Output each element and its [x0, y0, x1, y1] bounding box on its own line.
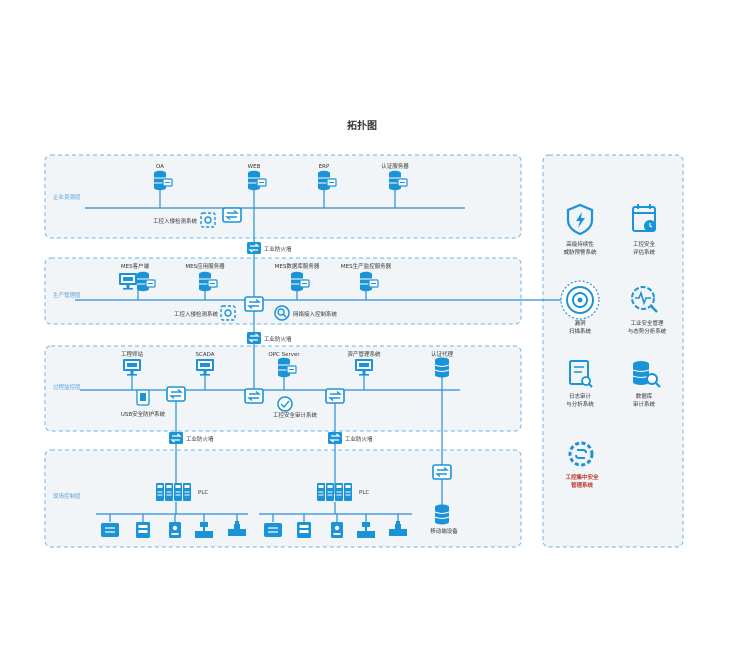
web-label: WEB [248, 164, 261, 170]
radar-scan-icon [560, 280, 600, 320]
side-label-4a: 日志审计 [569, 392, 592, 400]
side-label-6b: 管理系统 [571, 481, 594, 489]
audit-label: 工控安全审计系统 [273, 411, 318, 419]
side-apt-warning[interactable]: 高级持续性 威胁预警系统 [563, 203, 597, 256]
auth-server-label: 认证服务器 [381, 162, 409, 170]
enterprise-ids-label: 工控入侵检测系统 [153, 217, 198, 225]
nac-label: 网络接入控制系统 [293, 310, 338, 318]
firewall-label-3: 工业防火墙 [186, 435, 214, 443]
mobile-device[interactable]: 移动端设备 [430, 464, 458, 535]
side-label-6a: 工控集中安全 [565, 473, 599, 481]
auth-server[interactable]: 认证服务器 [381, 162, 409, 191]
process-switch-right[interactable] [325, 388, 345, 404]
side-situation-analysis[interactable]: 工业安全管理 与态势分析系统 [628, 286, 667, 335]
side-assessment[interactable]: 工控安全 评估系统 [632, 204, 656, 256]
document-search-icon [569, 360, 593, 388]
side-label-0b: 威胁预警系统 [563, 248, 597, 256]
zone-label-process: 过程监控层 [53, 383, 81, 391]
field-device[interactable] [169, 522, 181, 538]
auth-proxy[interactable]: 认证代理 [431, 350, 454, 378]
opc-label: OPC Server [268, 352, 300, 358]
zone-label-enterprise: 企业资源层 [53, 193, 81, 201]
firewall-process-field-left[interactable]: 工业防火墙 [168, 431, 214, 445]
side-central-management[interactable]: 工控集中安全 管理系统 [565, 441, 599, 489]
firewall-production-process[interactable]: 工业防火墙 [246, 331, 292, 345]
audit-system[interactable]: 工控安全审计系统 [273, 396, 318, 419]
zone-process [44, 345, 522, 432]
firewall-process-field-right[interactable]: 工业防火墙 [327, 431, 373, 445]
side-label-2b: 扫描系统 [569, 327, 592, 335]
opc-server[interactable]: OPC Server [268, 352, 300, 378]
side-label-3b: 与态势分析系统 [628, 327, 667, 335]
zone-enterprise [44, 154, 522, 239]
mes-db-label: MES数据库服务器 [275, 262, 320, 270]
plc-right[interactable]: PLC [316, 482, 369, 502]
side-label-1a: 工控安全 [633, 240, 656, 248]
usb-protection[interactable]: USB安全防护系统 [121, 386, 186, 418]
mes-db-server[interactable]: MES数据库服务器 [275, 262, 320, 292]
plc-left[interactable]: PLC [155, 482, 208, 502]
mes-app-server[interactable]: MES应用服务器 [185, 262, 225, 292]
production-ids[interactable]: 工控入侵检测系统 [174, 305, 236, 321]
side-db-audit[interactable]: 数据库 审计系统 [632, 361, 661, 408]
erp-label: ERP [319, 164, 330, 170]
field-device[interactable] [136, 522, 150, 538]
production-switch[interactable] [244, 296, 264, 312]
zone-production [44, 257, 522, 325]
mes-client[interactable]: MES客户端 [119, 262, 156, 292]
field-device[interactable] [263, 522, 283, 538]
eng-station-label: 工程师站 [121, 350, 144, 358]
plc-left-label: PLC [198, 490, 208, 496]
side-label-1b: 评估系统 [633, 248, 656, 256]
side-label-2a: 漏洞 [574, 319, 586, 327]
firewall-label-1: 工业防火墙 [264, 245, 292, 253]
mes-monitor-server[interactable]: MES生产监控服务器 [341, 262, 392, 292]
side-label-5b: 审计系统 [633, 400, 656, 408]
mes-monitor-label: MES生产监控服务器 [341, 262, 392, 270]
zone-label-production: 生产管理层 [53, 291, 81, 299]
gear-link-icon [568, 441, 594, 467]
zone-label-field: 现场控制层 [53, 492, 81, 500]
scada[interactable]: SCADA [196, 352, 215, 376]
field-device[interactable] [100, 522, 120, 538]
asset-label: 资产管理系统 [347, 350, 381, 358]
database-search-icon [632, 361, 661, 388]
asset-management[interactable]: 资产管理系统 [347, 350, 381, 376]
scada-label: SCADA [196, 352, 215, 358]
pulse-search-icon [631, 286, 658, 313]
side-log-audit[interactable]: 日志审计 与分析系统 [566, 360, 594, 408]
calendar-clock-icon [632, 204, 656, 232]
engineer-station[interactable]: 工程师站 [121, 350, 144, 376]
production-ids-label: 工控入侵检测系统 [174, 310, 219, 318]
firewall-enterprise-production[interactable]: 工业防火墙 [246, 241, 292, 255]
nac-system[interactable]: 网络接入控制系统 [274, 305, 338, 321]
side-label-5a: 数据库 [636, 392, 653, 400]
side-label-4b: 与分析系统 [566, 400, 594, 408]
zone-field [44, 449, 522, 548]
side-label-3a: 工业安全管理 [630, 319, 664, 327]
field-device[interactable] [331, 522, 343, 538]
side-label-0a: 高级持续性 [566, 240, 594, 248]
mes-client-label: MES客户端 [121, 262, 150, 270]
auth-proxy-label: 认证代理 [431, 350, 454, 358]
oa-server[interactable]: OA [153, 164, 173, 191]
plc-right-label: PLC [359, 490, 369, 496]
erp-server[interactable]: ERP [317, 164, 337, 191]
mes-app-label: MES应用服务器 [185, 262, 225, 270]
usb-label: USB安全防护系统 [121, 410, 166, 418]
enterprise-ids[interactable]: 工控入侵检测系统 [153, 207, 242, 228]
side-vuln-scan[interactable]: 漏洞 扫描系统 [560, 280, 600, 335]
field-device[interactable] [297, 522, 311, 538]
diagram-title: 拓扑图 [347, 119, 377, 132]
zone-security-panel [542, 154, 684, 548]
mobile-label: 移动端设备 [430, 527, 458, 535]
web-server[interactable]: WEB [247, 164, 267, 191]
process-switch-mid[interactable] [244, 388, 264, 404]
firewall-label-2: 工业防火墙 [264, 335, 292, 343]
shield-bolt-icon [566, 203, 594, 236]
firewall-label-4: 工业防火墙 [345, 435, 373, 443]
oa-label: OA [156, 164, 164, 170]
